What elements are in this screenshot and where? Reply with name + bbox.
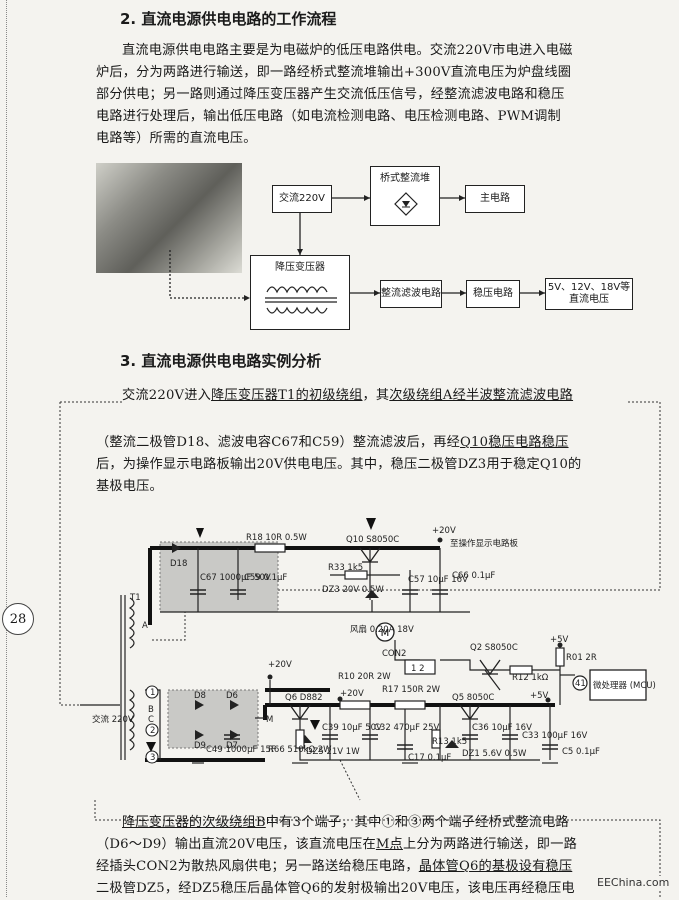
- label-winding-c: C: [148, 715, 154, 725]
- text-line: 后，为操作显示电路板输出20V供电电压。其中，稳压二极管DZ3用于稳定Q10的: [96, 457, 582, 472]
- flow-output-voltages: 5V、12V、18V等直流电压: [545, 278, 633, 310]
- transformer-icon: [265, 286, 337, 314]
- text-span: 上分为两路进行输送，即一路: [402, 837, 577, 852]
- label-t1: T1: [129, 593, 141, 603]
- label-q2: Q2 S8050C: [470, 643, 518, 653]
- label-c49: C49 1000μF 15F: [206, 745, 276, 755]
- text-span: 中有3个端子，其中①和③两个端子经桥式整流电路: [265, 815, 569, 830]
- section-2-title: 2. 直流电源供电电路的工作流程: [120, 10, 337, 28]
- transformer-photo: [96, 163, 242, 273]
- text-span: 经插头CON2为散热风扇供电；另一路送给稳压电路，: [96, 859, 419, 874]
- label-q6: Q6 D882: [285, 693, 323, 703]
- label-dz3: DZ3 20V 0.5W: [322, 585, 384, 595]
- label-to-panel: 至操作显示电路板: [450, 538, 519, 549]
- label-c36: C36 10μF 16V: [472, 723, 532, 733]
- label-r10: R10 20R 2W: [338, 672, 391, 682]
- flow-ac-input: 交流220V: [272, 185, 332, 213]
- section-2-line: 直流电源供电电路主要是为电磁炉的低压电路供电。交流220V市电进入电磁: [122, 43, 573, 58]
- label-con2: CON2: [382, 649, 406, 659]
- page-number: 28: [2, 603, 34, 635]
- section-3-title: 3. 直流电源供电电路实例分析: [120, 352, 322, 370]
- label-d8: D8: [194, 691, 206, 701]
- flow-regulator: 稳压电路: [466, 280, 520, 308]
- underlined-span: 晶体管Q6的基极设有稳压: [418, 859, 573, 874]
- text-line: 二极管DZ5，经DZ5稳压后晶体管Q6的发射极输出20V电压，该电压再经稳压电: [96, 881, 575, 896]
- bridge-rectifier-icon: [394, 192, 418, 216]
- underlined-span: 降压变压器T1的初级绕组: [211, 388, 363, 403]
- text-span: （整流二极管D18、滤波电容C67和C59）整流滤波后，再经: [96, 435, 461, 450]
- label-c59: C59 0.1μF: [244, 573, 287, 583]
- label-pin-3: 3: [150, 753, 155, 763]
- label-winding-a: A: [142, 621, 148, 631]
- underlined-span: M点: [375, 837, 403, 852]
- margin-line: [6, 0, 8, 897]
- flow-bridge-rectifier: 桥式整流堆: [370, 166, 440, 226]
- label-pin-2: 2: [150, 726, 155, 736]
- label-dz1: DZ1 5.6V 0.5W: [462, 749, 527, 759]
- label-c67: C67 1000μF 50V: [200, 573, 271, 583]
- flow-transformer-label: 降压变压器: [275, 262, 325, 273]
- motor-glyph: M: [381, 628, 390, 639]
- label-d9: D9: [194, 741, 206, 751]
- text-span: ，其: [362, 388, 390, 403]
- underlined-span: 次级绕组A经半波整流滤波电路: [389, 388, 574, 403]
- label-plus5v-low: +5V: [530, 691, 549, 701]
- text-span: （D6～D9）输出直流20V电压，该直流电压在: [96, 837, 376, 852]
- section-2-line: 部分供电；另一路则通过降压变压器产生交流低压信号，经整流滤波电路和稳压: [96, 87, 565, 102]
- label-c32: C32 470μF 25V: [374, 723, 439, 733]
- flow-diagram-lines: [169, 195, 545, 301]
- text-line: 基极电压。: [96, 479, 163, 494]
- label-mcu: 微处理器 (MCU): [593, 680, 656, 691]
- flow-main-circuit: 主电路: [465, 185, 525, 213]
- text-span: 交流220V进入: [122, 388, 212, 403]
- bottom-body: 降压变压器的次级绕组B中有3个端子，其中①和③两个端子经桥式整流电路 （D6～D…: [96, 812, 641, 900]
- label-d18: D18: [170, 559, 187, 569]
- label-d6: D6: [226, 691, 238, 701]
- underlined-span: Q10稳压电路稳压: [460, 435, 569, 450]
- flow-step-down-transformer: 降压变压器: [250, 255, 350, 330]
- label-r18: R18 10R 0.5W: [246, 533, 307, 543]
- label-c17: C17 0.1μF: [408, 753, 451, 763]
- section-3-body: （整流二极管D18、滤波电容C67和C59）整流滤波后，再经Q10稳压电路稳压 …: [96, 432, 641, 498]
- label-r66: R66 510kΩ 2W: [268, 745, 332, 755]
- label-r13: R13 1k5: [432, 737, 467, 747]
- label-d7: D7: [226, 741, 238, 751]
- label-r33: R33 1k5: [328, 563, 363, 573]
- label-q10: Q10 S8050C: [346, 535, 399, 545]
- watermark: EEChina.com: [595, 876, 672, 889]
- section-3-line-1: 交流220V进入降压变压器T1的初级绕组，其次级绕组A经半波整流滤波电路: [122, 385, 642, 407]
- label-winding-b: B: [148, 705, 154, 715]
- label-c66: C66 0.1μF: [452, 571, 495, 581]
- label-c5: C5 0.1μF: [562, 747, 600, 757]
- label-point-m: M: [266, 715, 273, 725]
- label-dz5: DZ5 21V 1W: [306, 747, 360, 757]
- label-q5: Q5 8050C: [452, 693, 494, 703]
- flow-rectifier-filter: 整流滤波电路: [380, 280, 442, 308]
- section-2-line: 炉后，分为两路进行输送，即一路经桥式整流堆输出+300V直流电压为炉盘线圈: [96, 65, 572, 80]
- label-plus20v-mid: +20V: [268, 660, 292, 670]
- label-ac220: 交流 220V: [92, 714, 134, 725]
- section-2-line: 电路等）所需的直流电压。: [96, 131, 257, 146]
- label-plus20v-top: +20V: [432, 526, 456, 536]
- label-plus5v-top: +5V: [550, 635, 569, 645]
- section-2-line: 电路进行处理后，输出低压电路（如电流检测电路、电压检测电路、PWM调制: [96, 109, 561, 124]
- label-c33: C33 100μF 16V: [522, 731, 587, 741]
- underlined-span: 降压变压器的次级绕组B: [122, 815, 266, 830]
- label-c39: C39 10μF 50V: [322, 723, 382, 733]
- label-c57: C57 10μF 16V: [408, 575, 468, 585]
- fan-motor-icon: [375, 622, 395, 642]
- label-plus20v-low: +20V: [340, 689, 364, 699]
- label-r12: R12 1kΩ: [512, 673, 549, 683]
- section-2-body: 直流电源供电电路主要是为电磁炉的低压电路供电。交流220V市电进入电磁 炉后，分…: [96, 40, 636, 150]
- label-r17: R17 150R 2W: [382, 685, 441, 695]
- flow-bridge-label: 桥式整流堆: [380, 173, 430, 184]
- label-r01: R01 2R: [566, 653, 597, 663]
- label-mcu-pin: 41: [575, 679, 586, 689]
- label-pin-1: 1: [150, 688, 155, 698]
- label-con2-pins: 1 2: [411, 664, 425, 674]
- label-fan: 风扇 0.20A 18V: [350, 624, 414, 635]
